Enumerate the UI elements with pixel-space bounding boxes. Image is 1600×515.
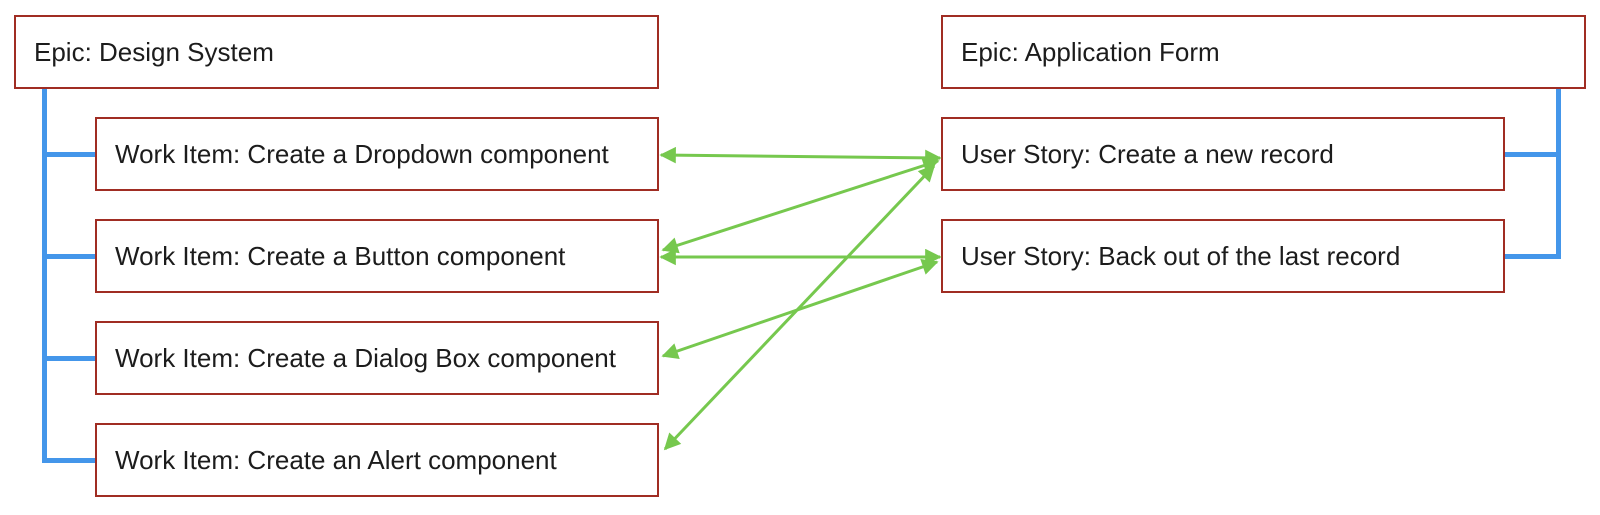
epic-application-form-title: Epic: Application Form — [961, 36, 1220, 67]
left-hierarchy-stub-1 — [42, 152, 95, 157]
epic-box-application-form: Epic: Application Form — [941, 15, 1586, 89]
user-story-label: User Story: Back out of the last record — [961, 240, 1401, 271]
epic-box-design-system: Epic: Design System — [14, 15, 659, 89]
left-hierarchy-stub-4 — [42, 458, 95, 463]
dependency-arrow-wi3-us0 — [663, 164, 936, 451]
left-hierarchy-vertical-line — [42, 88, 47, 463]
user-story-label: User Story: Create a new record — [961, 138, 1334, 169]
right-hierarchy-stub-1 — [1503, 152, 1556, 157]
work-item-box-dropdown: Work Item: Create a Dropdown component — [95, 117, 659, 191]
user-story-box-create-record: User Story: Create a new record — [941, 117, 1505, 191]
right-hierarchy-vertical-line — [1556, 88, 1561, 259]
left-hierarchy-stub-3 — [42, 356, 95, 361]
work-item-label: Work Item: Create a Dropdown component — [115, 138, 609, 169]
work-item-box-dialog-box: Work Item: Create a Dialog Box component — [95, 321, 659, 395]
dependency-arrow-wi0-us0 — [659, 146, 942, 167]
left-hierarchy-stub-2 — [42, 254, 95, 259]
work-item-label: Work Item: Create a Dialog Box component — [115, 342, 616, 373]
work-item-box-alert: Work Item: Create an Alert component — [95, 423, 659, 497]
epic-design-system-title: Epic: Design System — [34, 36, 274, 67]
work-item-box-button: Work Item: Create a Button component — [95, 219, 659, 293]
user-story-box-back-out: User Story: Back out of the last record — [941, 219, 1505, 293]
work-item-label: Work Item: Create a Button component — [115, 240, 566, 271]
right-hierarchy-stub-2 — [1501, 254, 1556, 259]
work-item-label: Work Item: Create an Alert component — [115, 444, 557, 475]
